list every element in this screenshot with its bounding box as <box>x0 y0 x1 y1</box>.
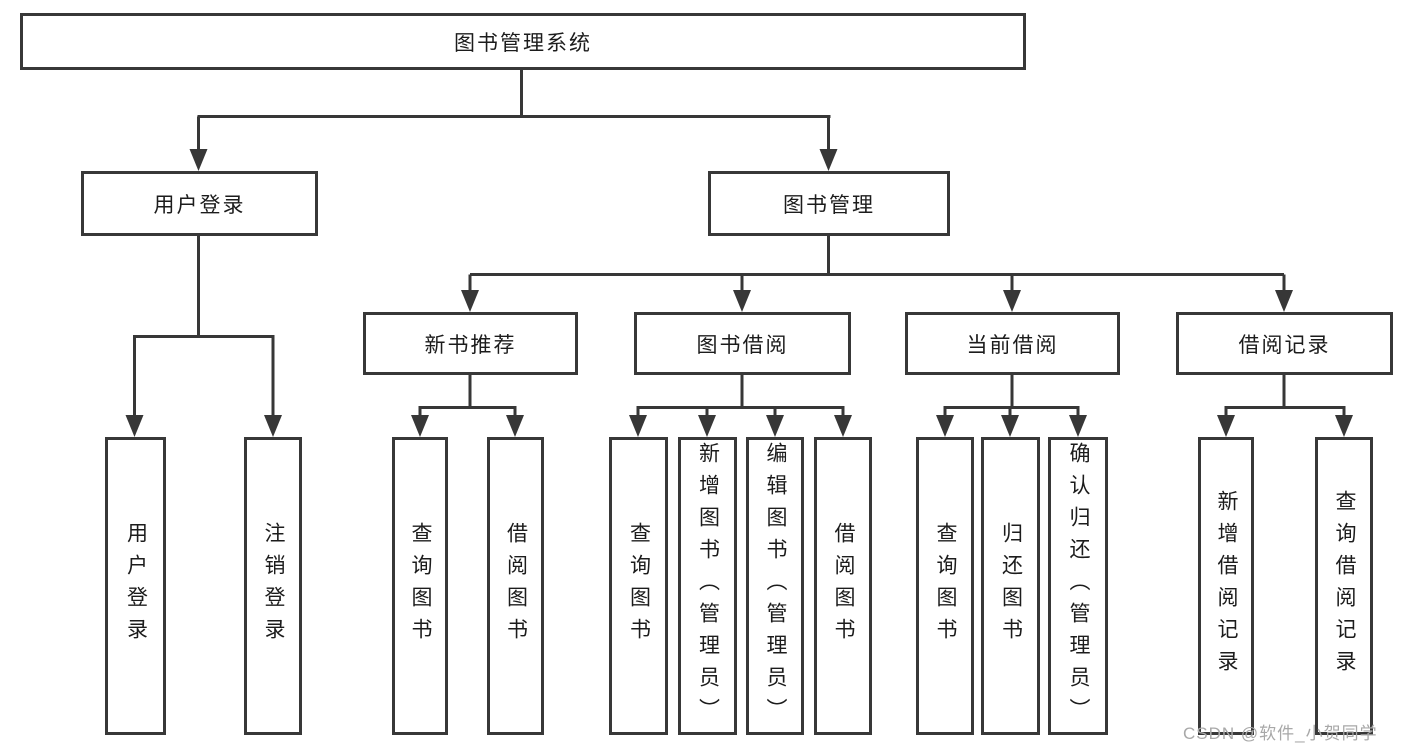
node-user-login: 用户登录 <box>81 171 318 236</box>
node-library-system: 图书管理系统 <box>20 13 1026 70</box>
leaf-query-books-recommend: 查询图书 <box>392 437 448 735</box>
leaf-edit-book-admin: 编辑图书（管理员） <box>746 437 804 735</box>
leaf-add-borrow-record: 新增借阅记录 <box>1198 437 1254 735</box>
node-book-management: 图书管理 <box>708 171 950 236</box>
leaf-return-book: 归还图书 <box>981 437 1040 735</box>
leaf-query-books-current: 查询图书 <box>916 437 974 735</box>
node-new-book-recommend: 新书推荐 <box>363 312 578 375</box>
leaf-logout: 注销登录 <box>244 437 302 735</box>
leaf-borrow-books-recommend: 借阅图书 <box>487 437 544 735</box>
node-book-borrow: 图书借阅 <box>634 312 851 375</box>
leaf-borrow-books: 借阅图书 <box>814 437 872 735</box>
csdn-watermark: CSDN @软件_小贺同学 <box>1183 724 1378 743</box>
leaf-query-borrow-record: 查询借阅记录 <box>1315 437 1373 735</box>
leaf-query-books-borrow: 查询图书 <box>609 437 668 735</box>
leaf-user-login: 用户登录 <box>105 437 166 735</box>
node-borrow-records: 借阅记录 <box>1176 312 1393 375</box>
node-current-borrow: 当前借阅 <box>905 312 1120 375</box>
leaf-add-book-admin: 新增图书（管理员） <box>678 437 737 735</box>
leaf-confirm-return-admin: 确认归还（管理员） <box>1048 437 1108 735</box>
